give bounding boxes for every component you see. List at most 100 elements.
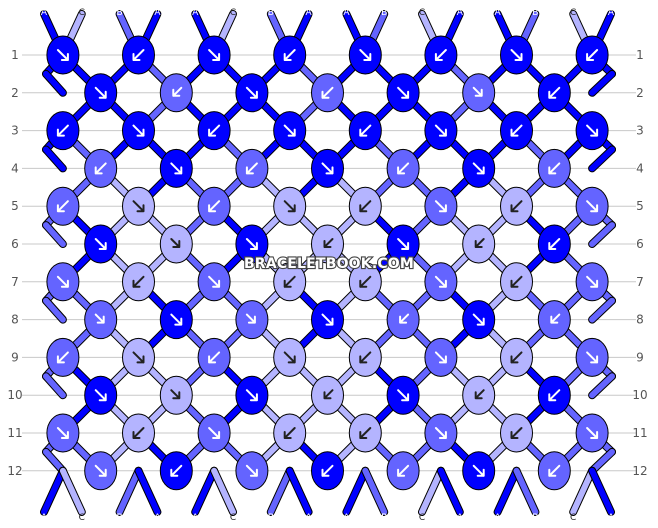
string-label: C (79, 513, 85, 523)
knot-arrow-icon (283, 200, 296, 213)
row-number-left: 7 (11, 275, 19, 289)
row-number-right: 10 (632, 388, 647, 402)
thread-segment (59, 467, 85, 515)
string-label: B (117, 513, 123, 523)
knot-arrow-icon (359, 351, 372, 364)
knot-arrow-icon (323, 389, 334, 400)
string-label: A (306, 513, 313, 523)
knot-arrow-icon (283, 124, 296, 137)
knot-arrow-icon (94, 313, 105, 324)
thread-segment (494, 467, 520, 515)
thread-segment (589, 467, 614, 515)
knot-arrow-icon (434, 49, 447, 61)
knot-arrow-icon (132, 427, 145, 439)
row-number-left: 6 (11, 237, 19, 251)
knot-arrow-icon (56, 49, 69, 61)
string-label: C (570, 8, 576, 18)
thread-segment (589, 222, 615, 247)
knot-arrow-icon (283, 275, 296, 288)
knot-arrow-icon (94, 389, 107, 402)
knot-arrow-icon (472, 86, 483, 97)
knot-arrow-icon (245, 86, 258, 99)
thread-segment (43, 70, 66, 96)
row-number-right: 6 (636, 237, 644, 251)
string-label: A (343, 8, 350, 18)
knot-arrow-icon (359, 275, 372, 288)
thread-segment (513, 467, 539, 515)
knot-arrow-icon (56, 427, 69, 439)
knot-arrow-icon (399, 313, 410, 324)
row-number-left: 10 (7, 388, 22, 402)
knot-arrow-icon (245, 162, 258, 175)
knot-arrow-icon (510, 275, 523, 288)
row-number-right: 3 (636, 124, 644, 138)
thread-segment (286, 467, 312, 515)
knot-arrow-icon (434, 351, 447, 364)
thread-segment (437, 467, 463, 515)
string-label: B (268, 8, 274, 18)
knot-arrow-icon (56, 275, 69, 288)
knot-arrow-icon (397, 86, 410, 99)
knot-arrow-icon (170, 238, 181, 248)
string-label: A (154, 513, 161, 523)
knot-arrow-icon (56, 124, 69, 137)
knot-arrow-icon (359, 200, 372, 213)
thread-segment (211, 467, 236, 515)
string-label: A (608, 8, 615, 18)
thread-segment (589, 70, 615, 96)
row-number-left: 1 (11, 48, 19, 62)
thread-segment (116, 467, 142, 515)
knot-arrow-icon (359, 427, 372, 439)
knot-arrow-icon (397, 464, 410, 477)
string-label: A (154, 8, 161, 18)
knot-arrow-icon (586, 351, 599, 364)
thread-segment (43, 222, 66, 247)
knot-arrow-icon (208, 49, 221, 61)
string-label: C (419, 8, 425, 18)
row-number-right: 12 (632, 464, 647, 478)
knot-arrow-icon (170, 162, 183, 175)
knot-grid (46, 35, 609, 491)
knot-arrow-icon (586, 427, 599, 439)
row-number-right: 1 (636, 48, 644, 62)
thread-segment (589, 146, 615, 172)
knot-arrow-icon (245, 464, 258, 477)
knot-arrow-icon (132, 124, 145, 137)
string-label: C (79, 8, 85, 18)
string-label: A (41, 8, 48, 18)
knot-arrow-icon (132, 200, 145, 213)
knot-arrow-icon (321, 162, 334, 175)
row-number-left: 9 (11, 350, 19, 364)
row-number-left: 3 (11, 124, 19, 138)
row-number-left: 4 (11, 161, 19, 175)
string-label: A (495, 8, 502, 18)
row-number-right: 11 (632, 426, 647, 440)
row-number-right: 2 (636, 86, 644, 100)
string-label: A (41, 513, 48, 523)
knot-arrow-icon (283, 351, 296, 364)
thread-segment (41, 467, 66, 515)
knot-arrow-icon (434, 200, 447, 213)
thread-segment (589, 373, 615, 399)
knot-arrow-icon (510, 351, 523, 364)
thread-segment (570, 467, 596, 515)
thread-segment (589, 448, 615, 474)
string-label: A (457, 8, 464, 18)
knot-arrow-icon (132, 275, 145, 288)
row-number-right: 9 (636, 350, 644, 364)
knot-arrow-icon (548, 238, 561, 250)
thread-segment (589, 297, 615, 323)
string-label: C (230, 513, 236, 523)
string-label: C (230, 8, 236, 18)
thread-segment (43, 146, 66, 172)
knot-arrow-icon (474, 389, 485, 400)
knot-arrow-icon (397, 389, 410, 402)
string-label: C (419, 513, 425, 523)
string-label: A (608, 513, 615, 523)
knot-arrow-icon (94, 464, 107, 477)
knot-arrow-icon (208, 351, 221, 364)
knot-arrow-icon (323, 238, 334, 248)
string-label: A (343, 513, 350, 523)
thread-segment (192, 467, 218, 515)
